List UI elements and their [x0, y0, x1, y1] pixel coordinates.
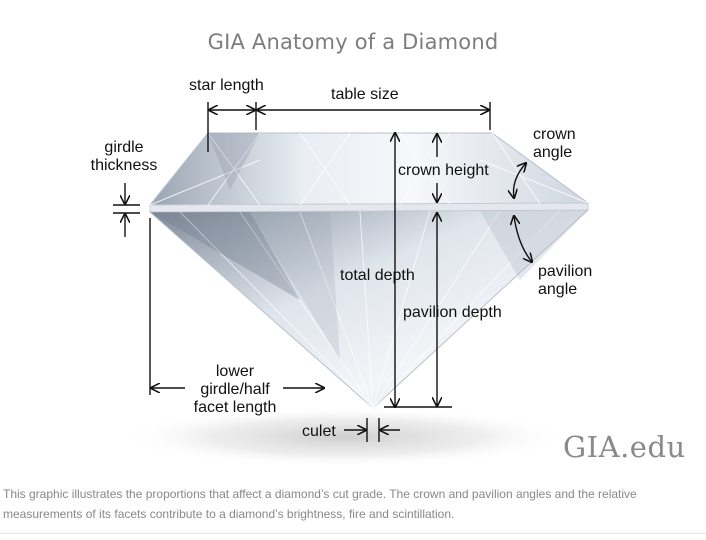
label-crown-height: crown height — [398, 162, 489, 179]
measurement-lines — [113, 102, 532, 442]
diagram-title: GIA Anatomy of a Diamond — [207, 30, 499, 54]
caption-divider — [0, 533, 706, 534]
label-lower-girdle: lower girdle/half facet length — [180, 363, 290, 417]
diamond-anatomy-diagram — [113, 102, 590, 467]
gia-logo: GIA.edu — [563, 430, 686, 464]
label-pavilion-angle-line1: pavilion — [538, 263, 593, 280]
label-crown-angle-line2: angle — [533, 144, 573, 161]
label-total-depth: total depth — [340, 267, 415, 284]
pavilion-angle-arrow — [514, 216, 532, 262]
label-pavilion-angle: pavilion angle — [538, 263, 592, 299]
crown-angle-arrow — [514, 163, 527, 198]
label-girdle-line2: thickness — [90, 157, 158, 174]
label-table-size: table size — [331, 86, 399, 103]
diamond-shadow — [120, 407, 570, 467]
label-girdle-line1: girdle — [104, 139, 144, 156]
diamond-illustration — [148, 132, 590, 409]
label-lower-line2: girdle/half — [200, 381, 270, 398]
label-pavilion-depth: pavilion depth — [403, 304, 502, 321]
label-star-length: star length — [189, 77, 264, 94]
label-pavilion-angle-line2: angle — [538, 281, 578, 298]
figure-caption: This graphic illustrates the proportions… — [3, 487, 637, 521]
label-crown-angle-line1: crown — [533, 126, 576, 143]
label-lower-line1: lower — [215, 363, 255, 380]
label-culet: culet — [302, 423, 336, 440]
label-lower-line3: facet length — [193, 399, 277, 416]
label-girdle-thickness: girdle thickness — [84, 139, 164, 175]
label-crown-angle: crown angle — [533, 126, 576, 162]
